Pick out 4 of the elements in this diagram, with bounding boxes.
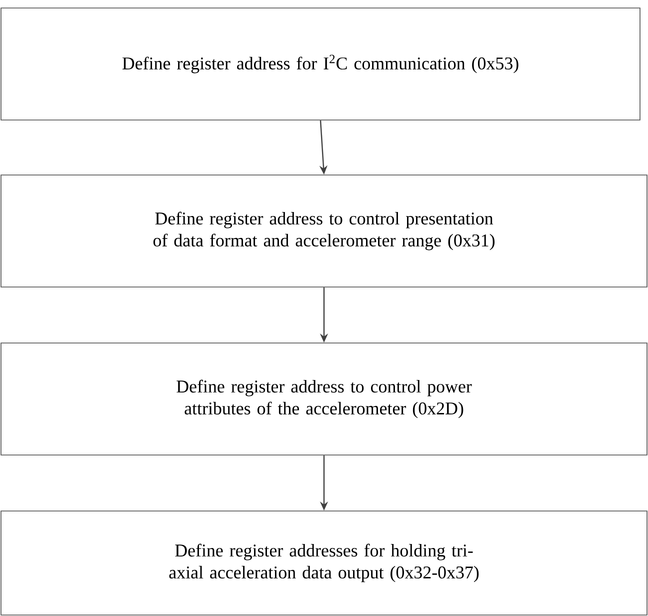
process-box: Define register address to control power attributes of the accelerometer (0x2D) xyxy=(0,342,648,456)
process-box: Define register addresses for holding tri-axial acceleration data output (0x32-0x37) xyxy=(0,510,648,616)
process-box: Define register address to control presentation of data format and accelerometer range (0x31) xyxy=(0,174,648,288)
process-box: Define register address for I$^{2}$C communication (0x53) xyxy=(0,8,640,120)
